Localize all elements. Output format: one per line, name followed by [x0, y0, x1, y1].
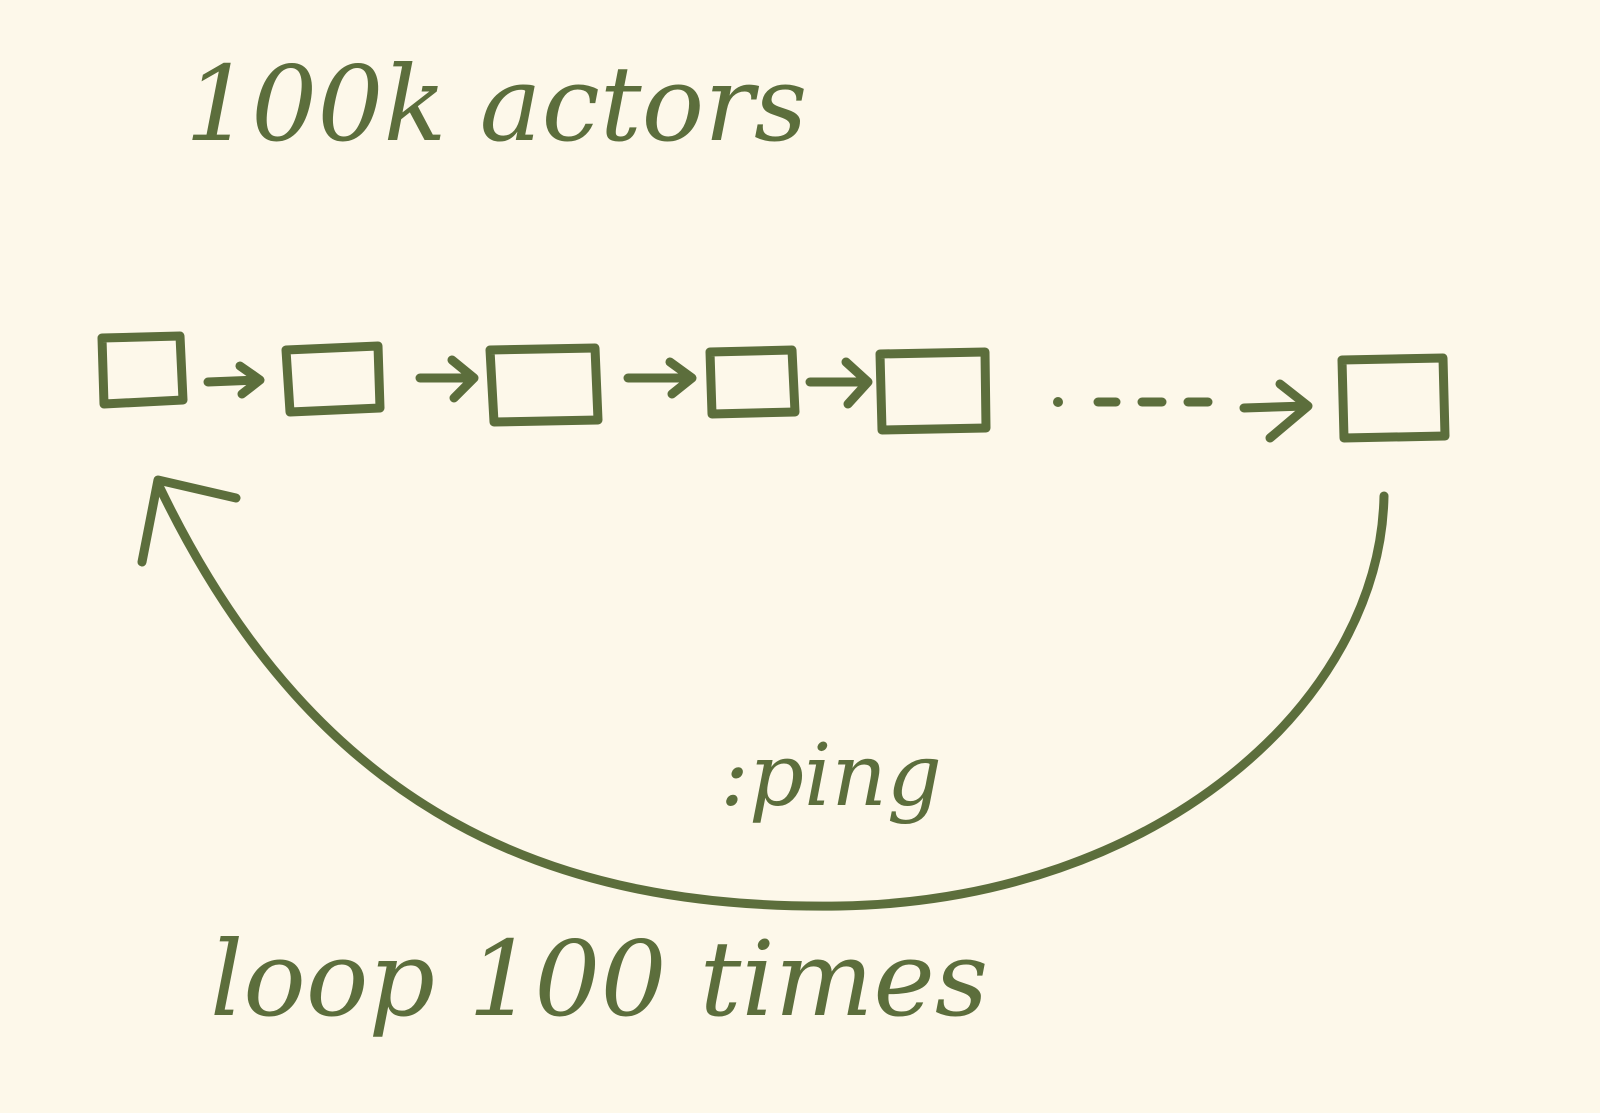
title: 100k actors [185, 43, 807, 165]
ellipsis-icon [1053, 397, 1213, 407]
arrow-icon [805, 357, 873, 409]
actor-box [875, 347, 991, 435]
actor-box [705, 345, 800, 419]
message-label: :ping [720, 726, 942, 826]
actor-box [485, 343, 603, 427]
arrow-icon [415, 355, 479, 403]
footer-text: loop 100 times [210, 918, 988, 1040]
actor-chain [97, 331, 1450, 443]
arrow-icon [203, 361, 265, 399]
arrowhead-icon [137, 475, 241, 567]
arrow-icon [623, 357, 697, 399]
actor-box [1337, 353, 1450, 443]
arrow-icon [1239, 379, 1313, 443]
actor-box [281, 341, 385, 417]
loop-arrow [137, 475, 1389, 911]
actor-box [97, 331, 188, 409]
message-arrows [203, 355, 1313, 443]
